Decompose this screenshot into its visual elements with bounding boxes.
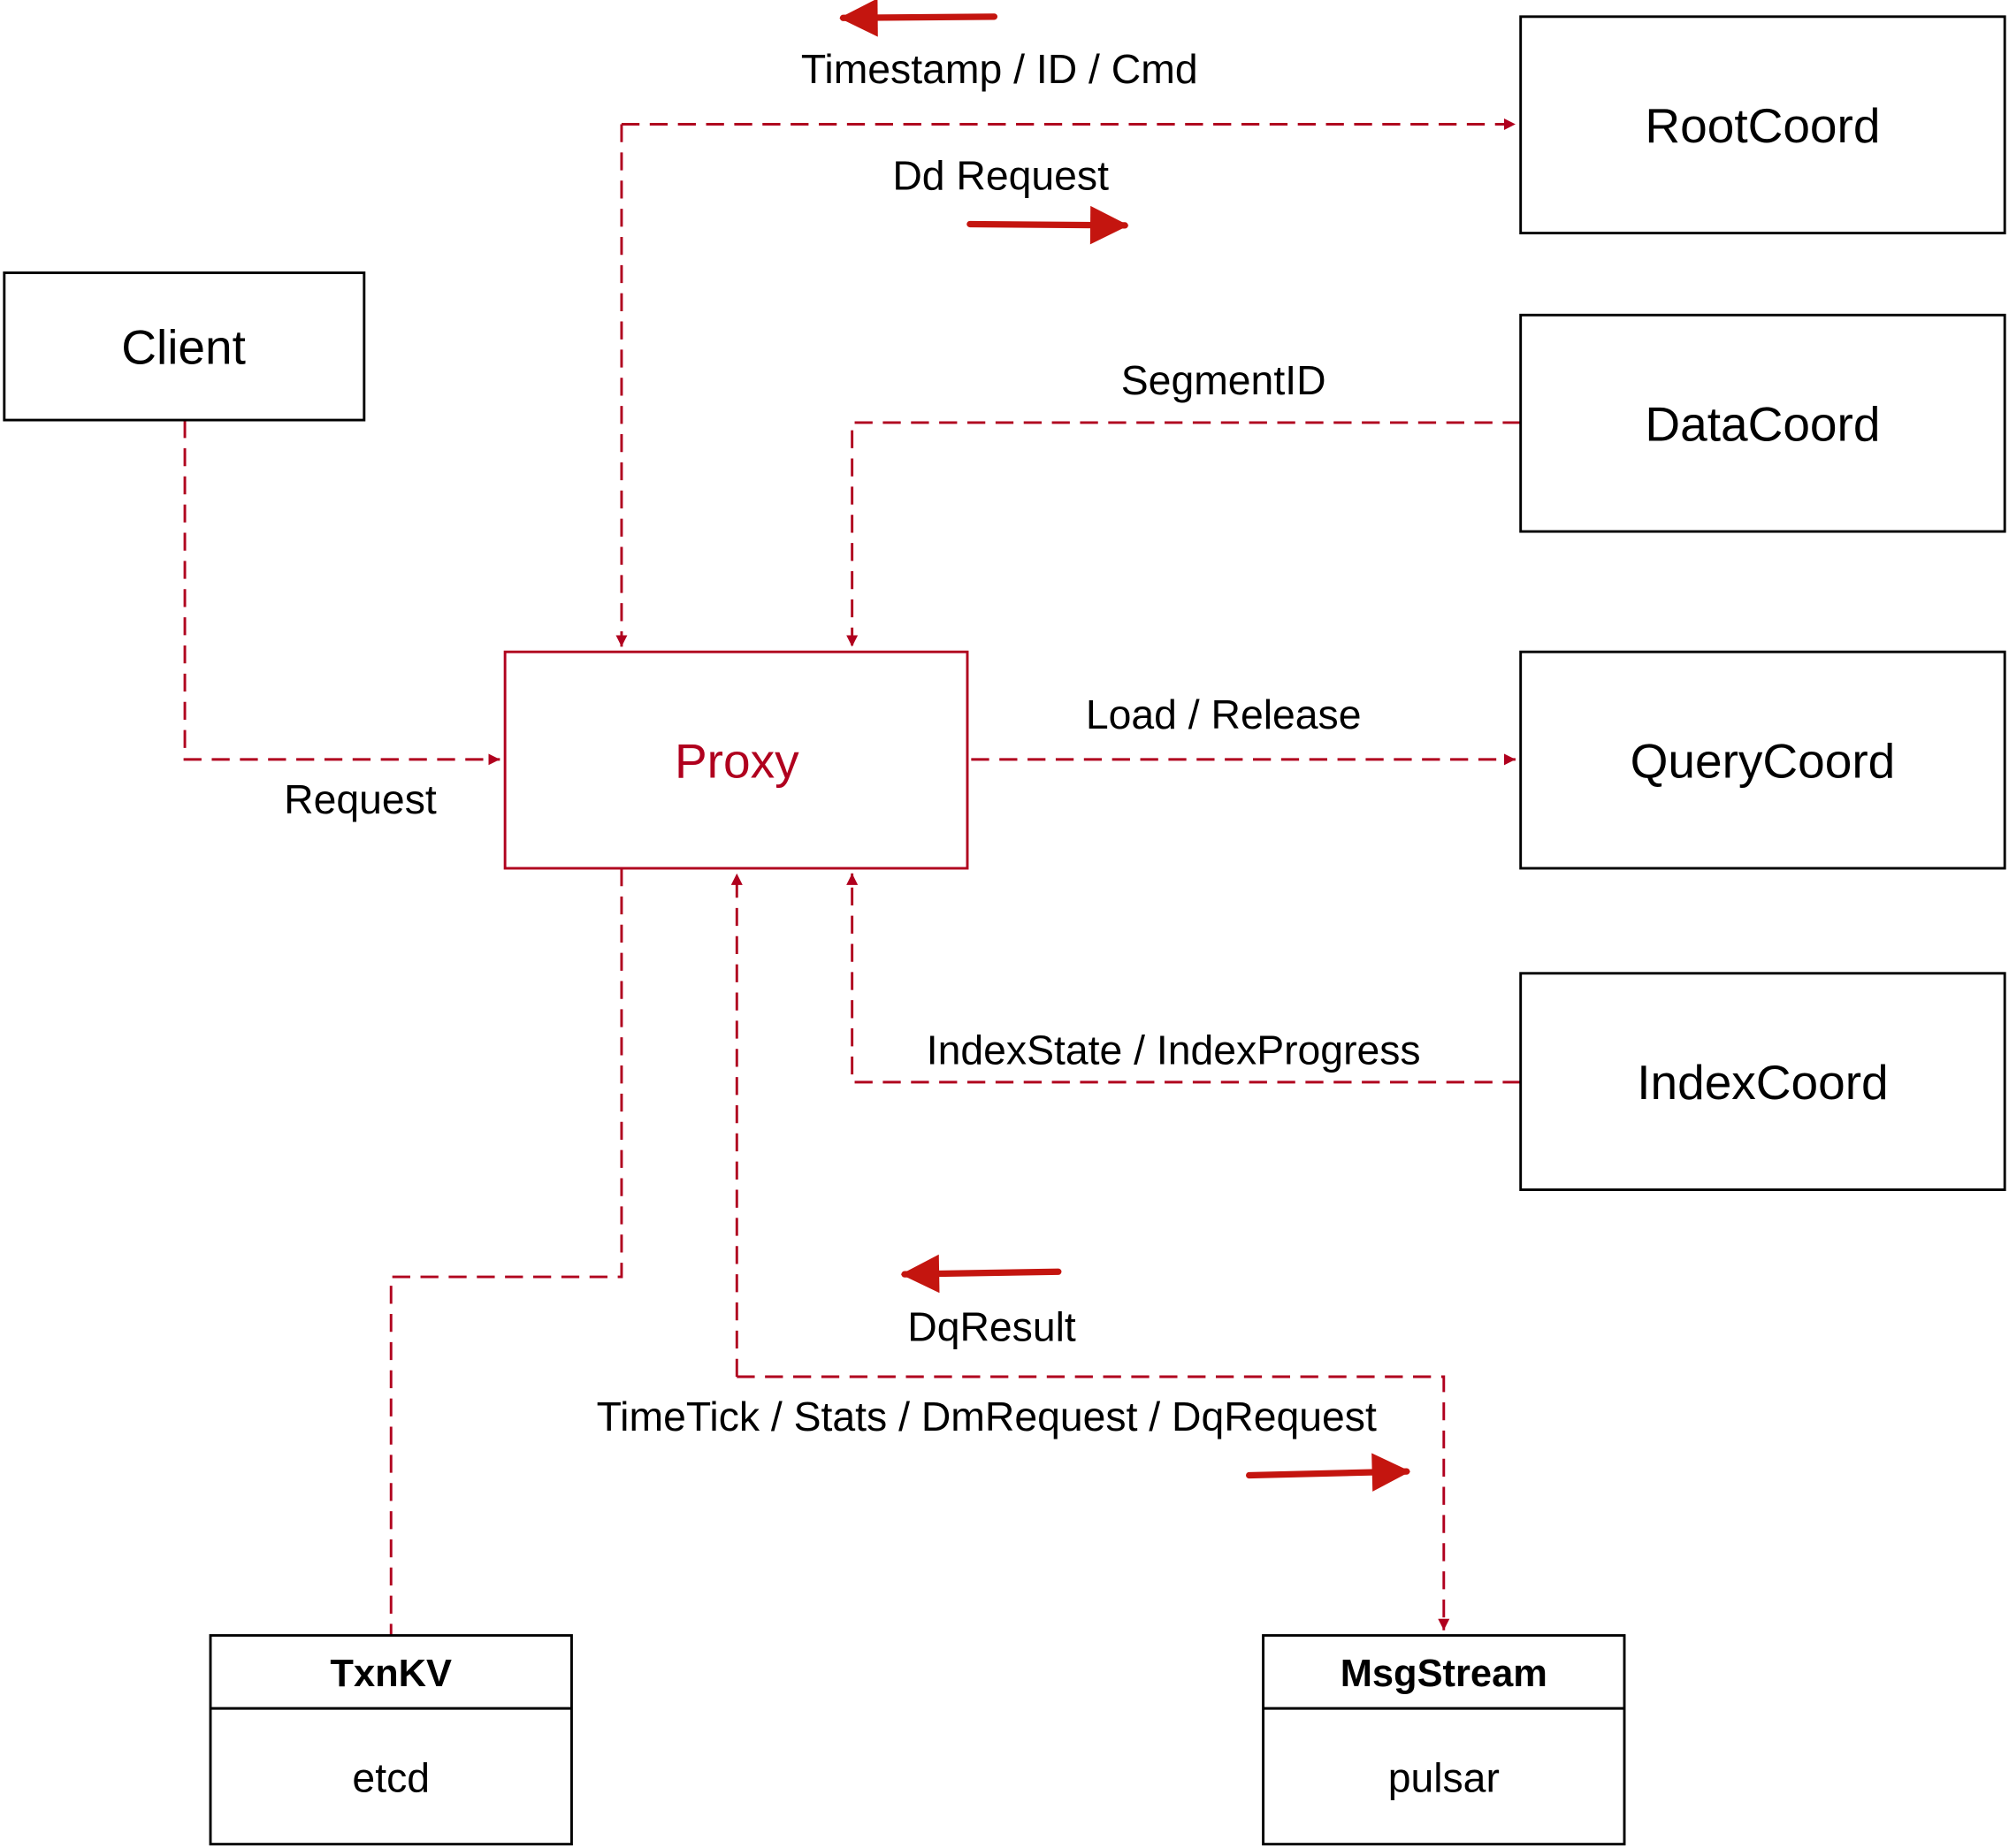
edge-label-dd-request: Dd Request (892, 152, 1109, 198)
indexcoord-node: IndexCoord (1519, 972, 2006, 1191)
edge-label-dq-result: DqResult (907, 1304, 1076, 1350)
arrow-right-icon (966, 205, 1129, 245)
edge-label-index-state: IndexState / IndexProgress (927, 1027, 1421, 1073)
arrow-left-icon (900, 1254, 1062, 1294)
proxy-msgstream-connector (737, 1375, 1450, 1630)
indexcoord-label: IndexCoord (1637, 1055, 1888, 1110)
arrow-right-icon (1246, 1453, 1411, 1492)
proxy-txnkv-connector (389, 867, 623, 1636)
rootcoord-label: RootCoord (1645, 98, 1880, 153)
client-proxy-connector (183, 420, 500, 766)
msgstream-node: MsgStream pulsar (1262, 1634, 1626, 1846)
querycoord-label: QueryCoord (1631, 733, 1896, 788)
msgstream-title: MsgStream (1341, 1653, 1547, 1695)
client-label: Client (121, 320, 246, 375)
edge-label-request: Request (284, 776, 437, 822)
edge-label-msg: TimeTick / Stats / DmRequest / DqRequest (597, 1394, 1377, 1439)
msgstream-body: pulsar (1388, 1754, 1500, 1800)
txnkv-body: etcd (352, 1754, 430, 1800)
datacoord-proxy-connector (846, 421, 1521, 647)
proxy-node: Proxy (503, 650, 969, 870)
querycoord-node: QueryCoord (1519, 650, 2006, 870)
rootcoord-node: RootCoord (1519, 15, 2006, 235)
arrow-left-icon (839, 0, 998, 37)
edge-label-segment-id: SegmentID (1121, 357, 1326, 403)
edge-label-load-release: Load / Release (1086, 691, 1362, 737)
txnkv-title: TxnKV (330, 1653, 452, 1695)
edge-label-timestamp: Timestamp / ID / Cmd (801, 46, 1198, 92)
txnkv-node: TxnKV etcd (209, 1634, 573, 1846)
proxy-label: Proxy (675, 733, 799, 788)
datacoord-label: DataCoord (1645, 396, 1880, 451)
client-node: Client (3, 271, 366, 422)
datacoord-node: DataCoord (1519, 313, 2006, 533)
